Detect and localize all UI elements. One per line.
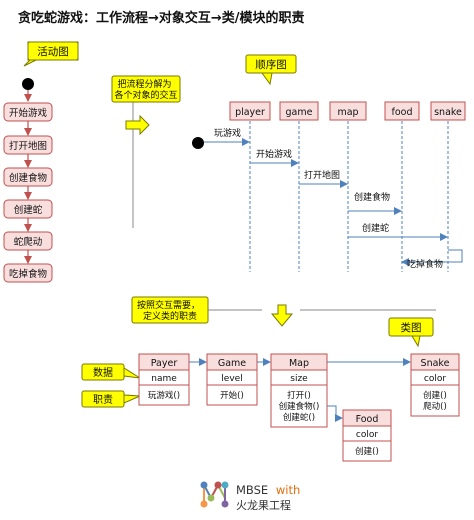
lifeline-label: snake (434, 107, 462, 118)
sequence-diagram: 顺序图 player game map food snake 玩游戏开始游戏打开地图创建… (192, 54, 466, 272)
activity-step-label: 打开地图 (9, 140, 47, 152)
mbse-logo-icon (200, 481, 229, 508)
data-callout-label: 数据 (93, 366, 113, 379)
class-operation: 打开() (287, 390, 311, 401)
class-operation: 创建() (423, 390, 447, 401)
class-name: Payer (151, 358, 178, 369)
logo-with: with (276, 483, 300, 497)
right-arrow-icon (125, 114, 150, 136)
down-arrow-icon (270, 304, 294, 327)
class-attribute: size (290, 374, 308, 384)
responsibility-note: 按照交互需要， 定义类的职责 (131, 296, 436, 327)
sequence-message: 创建食物 (348, 191, 402, 215)
class-name: Game (218, 358, 246, 369)
class-attribute: name (151, 374, 177, 384)
class-name: Snake (421, 358, 450, 369)
class-attribute: color (356, 430, 378, 440)
class-operation: 玩游戏() (148, 390, 180, 401)
logo-name: 火龙果工程 (236, 499, 291, 512)
activity-label-callout: 活动图 (23, 41, 79, 67)
sequence-message-label: 玩游戏 (214, 127, 241, 139)
class-box-food: Food color 创建() (342, 409, 392, 462)
activity-step: 打开地图 (3, 135, 53, 155)
sequence-message: 开始游戏 (250, 148, 299, 167)
sequence-message-label: 吃掉食物 (407, 258, 443, 270)
class-label-callout: 类图 (388, 317, 434, 348)
activity-step-label: 开始游戏 (9, 107, 48, 119)
class-attribute: color (424, 374, 446, 384)
class-operation: 创建() (355, 446, 379, 457)
lifeline-label: map (337, 107, 358, 118)
lifeline-game: game (279, 101, 319, 272)
sequence-message: 吃掉食物 (401, 249, 463, 270)
class-name: Map (289, 358, 309, 369)
sequence-label: 顺序图 (255, 58, 287, 71)
lifeline-map: map (329, 101, 367, 272)
class-box-game: Game level 开始() (206, 353, 258, 406)
duty-callout: 职责 (81, 390, 141, 408)
activity-step: 蛇爬动 (3, 231, 53, 251)
svg-text:MBSE with: MBSE with (236, 483, 300, 497)
decompose-note: 把流程分解为 各个对象的交互 (111, 75, 181, 228)
class-diagram: 类图 数据 职责 Payer name 玩游戏() Game level 开始() Map s… (81, 317, 460, 462)
activity-step: 开始游戏 (3, 102, 53, 122)
svg-text:按照交互需要， 定义类的职责: 按照交互需要， 定义类的职责 (137, 299, 203, 322)
sequence-message-label: 开始游戏 (256, 148, 292, 160)
class-box-payer: Payer name 玩游戏() (138, 353, 190, 406)
activity-step: 吃掉食物 (3, 263, 53, 283)
lifeline-label: game (286, 107, 313, 118)
lifeline-label: food (392, 107, 413, 118)
logo-mbse: MBSE (236, 483, 268, 497)
sequence-message-label: 打开地图 (304, 169, 340, 181)
activity-step-label: 创建蛇 (14, 204, 43, 216)
activity-step-label: 创建食物 (9, 172, 48, 184)
sequence-message-label: 创建食物 (354, 191, 390, 203)
lifeline-player: player (229, 101, 271, 272)
lifeline-label: player (235, 107, 265, 118)
class-label: 类图 (401, 321, 422, 334)
sequence-message: 创建蛇 (348, 222, 448, 241)
logo: MBSE with 火龙果工程 (200, 481, 300, 512)
class-operation: 爬动() (423, 401, 447, 412)
activity-label: 活动图 (37, 46, 69, 58)
sequence-message: 玩游戏 (204, 127, 250, 146)
sequence-label-callout: 顺序图 (245, 54, 297, 86)
sequence-message: 打开地图 (299, 169, 348, 188)
sequence-start-node (192, 137, 204, 149)
class-operation: 开始() (220, 390, 244, 401)
class-name: Food (356, 414, 379, 425)
activity-step: 创建蛇 (3, 199, 53, 219)
class-box-map: Map size 打开()创建食物()创建蛇() (270, 353, 328, 428)
initial-node (22, 78, 34, 90)
class-association-arrow (327, 405, 343, 422)
sequence-message-label: 创建蛇 (362, 222, 389, 234)
data-callout: 数据 (81, 363, 141, 381)
page-title: 贪吃蛇游戏：工作流程→对象交互→类/模块的职责 (17, 10, 305, 26)
class-box-snake: Snake color 创建()爬动() (410, 353, 460, 417)
activity-step-label: 吃掉食物 (9, 268, 48, 280)
activity-step-label: 蛇爬动 (14, 236, 43, 248)
lifeline-food: food (384, 101, 420, 272)
class-operation: 创建蛇() (283, 412, 315, 423)
class-operation: 创建食物() (279, 401, 320, 412)
activity-step: 创建食物 (3, 167, 53, 187)
svg-text:把流程分解为 各个对象的交互: 把流程分解为 各个对象的交互 (114, 78, 177, 101)
lifeline-snake: snake (430, 101, 466, 272)
duty-callout-label: 职责 (93, 393, 113, 406)
class-attribute: level (221, 374, 242, 384)
